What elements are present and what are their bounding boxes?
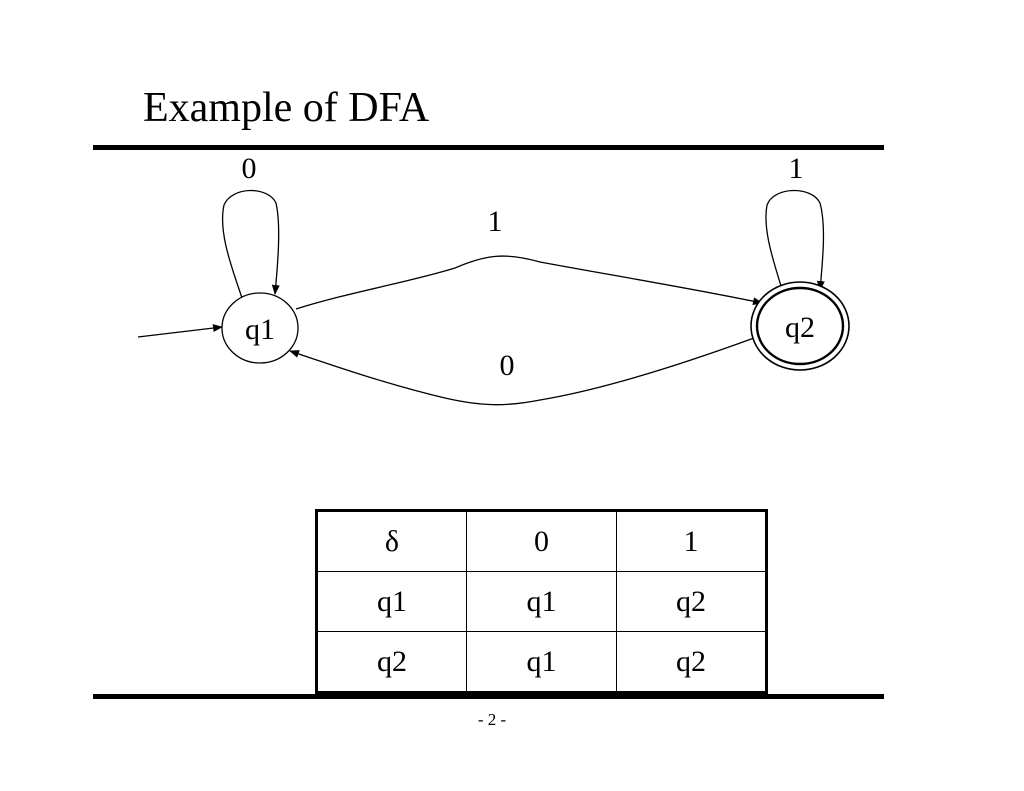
table-row: q1 q1 q2 (316, 571, 767, 632)
state-q1-circle (221, 292, 299, 364)
transition-q1-q1-arrow (221, 189, 280, 299)
bottom-divider (93, 694, 884, 699)
table-cell: q2 (616, 571, 767, 632)
transition-q2-q1-arrow (289, 337, 755, 406)
state-q1-label: q1 (245, 313, 275, 346)
table-cell: q2 (616, 631, 767, 693)
transition-q2-q1-label: 0 (500, 349, 515, 382)
state-q2-label: q2 (785, 311, 815, 344)
table-cell: q1 (466, 631, 617, 693)
top-divider (93, 145, 884, 150)
transition-q1-q2-label: 1 (488, 205, 503, 238)
transition-q2-q2-label: 1 (789, 152, 804, 185)
transition-q1-q1-label: 0 (242, 152, 257, 185)
table-header-cell: 0 (466, 510, 617, 572)
table-header-row: δ 0 1 (316, 510, 767, 572)
page-number: - 2 - (477, 710, 507, 729)
slide-title: Example of DFA (143, 85, 430, 131)
transition-table: δ 0 1 q1 q1 q2 q2 q1 q2 (315, 509, 768, 694)
start-arrow (137, 324, 223, 338)
state-q1: q1 (221, 292, 299, 364)
table-cell: q1 (316, 571, 467, 632)
table-header-cell: 1 (616, 510, 767, 572)
state-q2-inner-circle (755, 286, 845, 366)
table-row: q2 q1 q2 (316, 631, 767, 693)
table-header-cell: δ (316, 510, 467, 572)
state-q2: q2 (750, 281, 850, 371)
transition-q2-q2-arrow (765, 189, 825, 297)
state-q2-outer-circle (750, 281, 850, 371)
table-cell: q2 (316, 631, 467, 693)
table-cell: q1 (466, 571, 617, 632)
transition-q1-q2-arrow (295, 255, 763, 310)
